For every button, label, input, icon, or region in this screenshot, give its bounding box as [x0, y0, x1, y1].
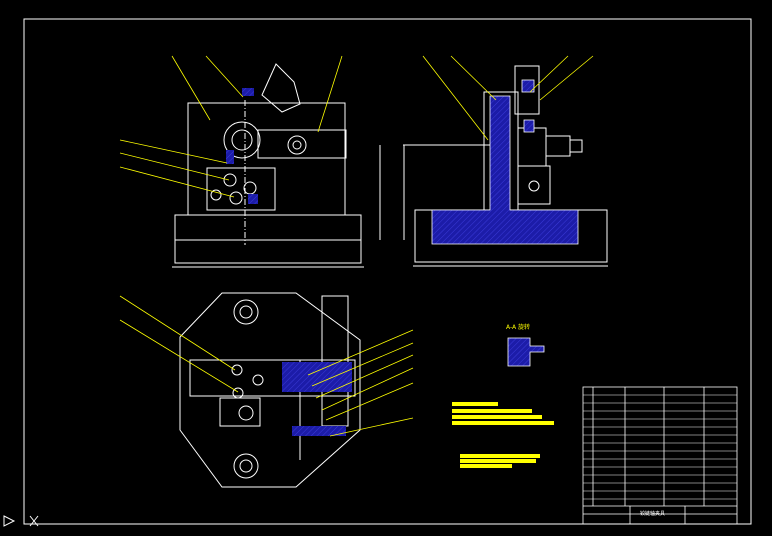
section-detail — [507, 337, 545, 367]
parts-list-rows — [583, 394, 737, 500]
title-block-name: 铰链轴夹具 — [640, 511, 666, 517]
front-view-hatch — [226, 88, 258, 204]
side-view-hatch — [431, 79, 579, 245]
front-view — [172, 63, 381, 268]
top-view-leaders — [119, 295, 414, 437]
front-view-leaders — [119, 55, 343, 198]
side-view-leaders — [422, 55, 594, 141]
drawing-frame — [23, 18, 752, 525]
ucs-icon — [3, 515, 39, 527]
top-view — [179, 292, 361, 488]
technical-notes — [452, 402, 554, 468]
side-view — [403, 65, 608, 267]
title-block — [582, 386, 738, 525]
section-label: A-A 旋转 — [506, 324, 531, 331]
